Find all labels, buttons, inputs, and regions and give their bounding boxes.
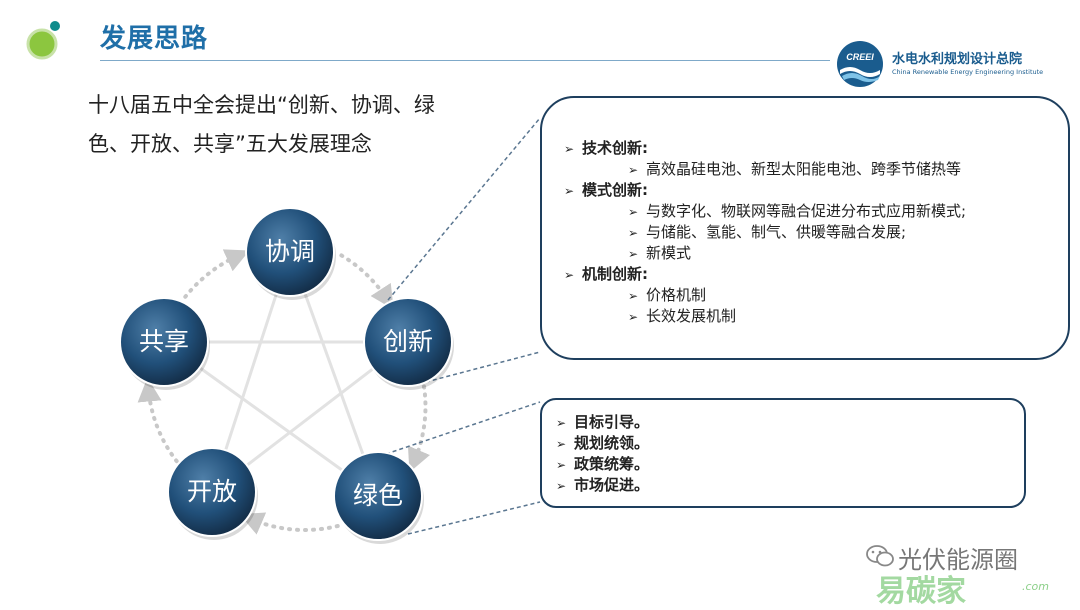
logo-dots-icon xyxy=(26,21,60,60)
callout-green: ➢ 目标引导。 ➢ 规划统领。 ➢ 政策统筹。 ➢ 市场促进。 xyxy=(540,398,1026,508)
list-item-text: 目标引导。 xyxy=(574,413,650,431)
list-item: ➢ 价格机制 xyxy=(564,285,966,306)
callout-innovation: ➢ 技术创新: ➢ 高效晶硅电池、新型太阳能电池、跨季节储热等 ➢ 模式创新: ➢ 与数字化、… xyxy=(540,96,1070,360)
innovation-list: ➢ 技术创新: ➢ 高效晶硅电池、新型太阳能电池、跨季节储热等 ➢ 模式创新: ➢ 与数字化、… xyxy=(564,138,966,327)
connector-line xyxy=(407,501,541,535)
cycle-arrow xyxy=(183,249,250,299)
intro-text: 十八届五中全会提出“创新、协调、绿色、开放、共享”五大发展理念 xyxy=(88,93,435,156)
concept-circle xyxy=(363,297,453,387)
wechat-icon xyxy=(866,545,894,567)
arrow-bullet-icon: ➢ xyxy=(564,184,575,198)
list-item-text: 与数字化、物联网等融合促进分布式应用新模式; xyxy=(646,202,967,220)
concept-circle xyxy=(167,447,257,537)
watermark: 光伏能源圈 易碳家 .com xyxy=(852,536,1078,609)
concept-circle xyxy=(119,297,209,387)
list-item-text: 政策统筹。 xyxy=(574,455,650,473)
cycle-arrows xyxy=(137,249,430,535)
concept-label: 绿色 xyxy=(352,481,403,510)
cycle-arrow xyxy=(137,377,179,464)
list-item-text: 与储能、氢能、制气、供暖等融合发展; xyxy=(646,223,907,241)
concept-circle xyxy=(333,451,423,541)
list-item: ➢ 新模式 xyxy=(564,243,966,264)
svg-text:CREEI: CREEI xyxy=(846,52,874,62)
arrow-bullet-icon: ➢ xyxy=(564,268,575,282)
list-item-text: 高效晶硅电池、新型太阳能电池、跨季节储热等 xyxy=(646,160,962,178)
list-item: ➢ 与储能、氢能、制气、供暖等融合发展; xyxy=(564,222,966,243)
creei-logo-icon: CREEI xyxy=(837,41,883,87)
concept-label: 开放 xyxy=(186,477,237,506)
list-item-text: 价格机制 xyxy=(646,286,707,304)
list-item: ➢ 规划统领。 xyxy=(556,433,649,454)
connector-line xyxy=(385,401,541,455)
concept-circles xyxy=(119,207,454,544)
org-name: 水电水利规划设计总院 xyxy=(892,52,1023,67)
green-list: ➢ 目标引导。 ➢ 规划统领。 ➢ 政策统筹。 ➢ 市场促进。 xyxy=(556,412,649,496)
arrow-bullet-icon: ➢ xyxy=(628,226,639,240)
list-item: ➢ 机制创新: xyxy=(564,264,966,285)
callout-connectors xyxy=(385,117,541,535)
cycle-arrow xyxy=(407,384,430,473)
cycle-arrow xyxy=(339,253,394,310)
list-item: ➢ 市场促进。 xyxy=(556,475,649,496)
list-item-text: 长效发展机制 xyxy=(646,307,737,325)
list-item: ➢ 模式创新: xyxy=(564,180,966,201)
watermark-text: 光伏能源圈 xyxy=(898,546,1018,574)
arrow-bullet-icon: ➢ xyxy=(628,247,639,261)
list-item-text: 市场促进。 xyxy=(574,476,650,494)
arrow-bullet-icon: ➢ xyxy=(556,458,567,472)
arrow-bullet-icon: ➢ xyxy=(556,479,567,493)
list-item: ➢ 目标引导。 xyxy=(556,412,649,433)
list-item-text: 技术创新: xyxy=(582,139,648,157)
concept-label: 创新 xyxy=(382,327,433,356)
arrow-bullet-icon: ➢ xyxy=(628,205,639,219)
concept-circle xyxy=(245,207,335,297)
arrow-bullet-icon: ➢ xyxy=(556,437,567,451)
cycle-arrow xyxy=(239,512,340,535)
list-item-text: 新模式 xyxy=(646,244,692,262)
list-item: ➢ 高效晶硅电池、新型太阳能电池、跨季节储热等 xyxy=(564,159,966,180)
list-item: ➢ 政策统筹。 xyxy=(556,454,649,475)
watermark-url: .com xyxy=(1022,580,1049,593)
concept-label: 共享 xyxy=(138,327,189,356)
concept-label: 协调 xyxy=(264,237,315,266)
org-branding: CREEI 水电水利规划设计总院 China Renewable Energy … xyxy=(836,40,1074,88)
org-name-en: China Renewable Energy Engineering Insti… xyxy=(892,68,1044,76)
arrow-bullet-icon: ➢ xyxy=(628,163,639,177)
arrow-bullet-icon: ➢ xyxy=(564,142,575,156)
connector-line xyxy=(387,117,541,301)
arrow-bullet-icon: ➢ xyxy=(556,416,567,430)
watermark-brand: 易碳家 xyxy=(876,574,966,609)
arrow-bullet-icon: ➢ xyxy=(628,310,639,324)
list-item: ➢ 与数字化、物联网等融合促进分布式应用新模式; xyxy=(564,201,966,222)
list-item: ➢ 长效发展机制 xyxy=(564,306,966,327)
list-item-text: 机制创新: xyxy=(582,265,648,283)
page-title: 发展思路 xyxy=(100,24,209,54)
list-item: ➢ 技术创新: xyxy=(564,138,966,159)
arrow-bullet-icon: ➢ xyxy=(628,289,639,303)
list-item-text: 模式创新: xyxy=(582,181,648,199)
connector-line xyxy=(425,351,541,383)
header-divider xyxy=(100,60,830,61)
list-item-text: 规划统领。 xyxy=(574,434,650,452)
